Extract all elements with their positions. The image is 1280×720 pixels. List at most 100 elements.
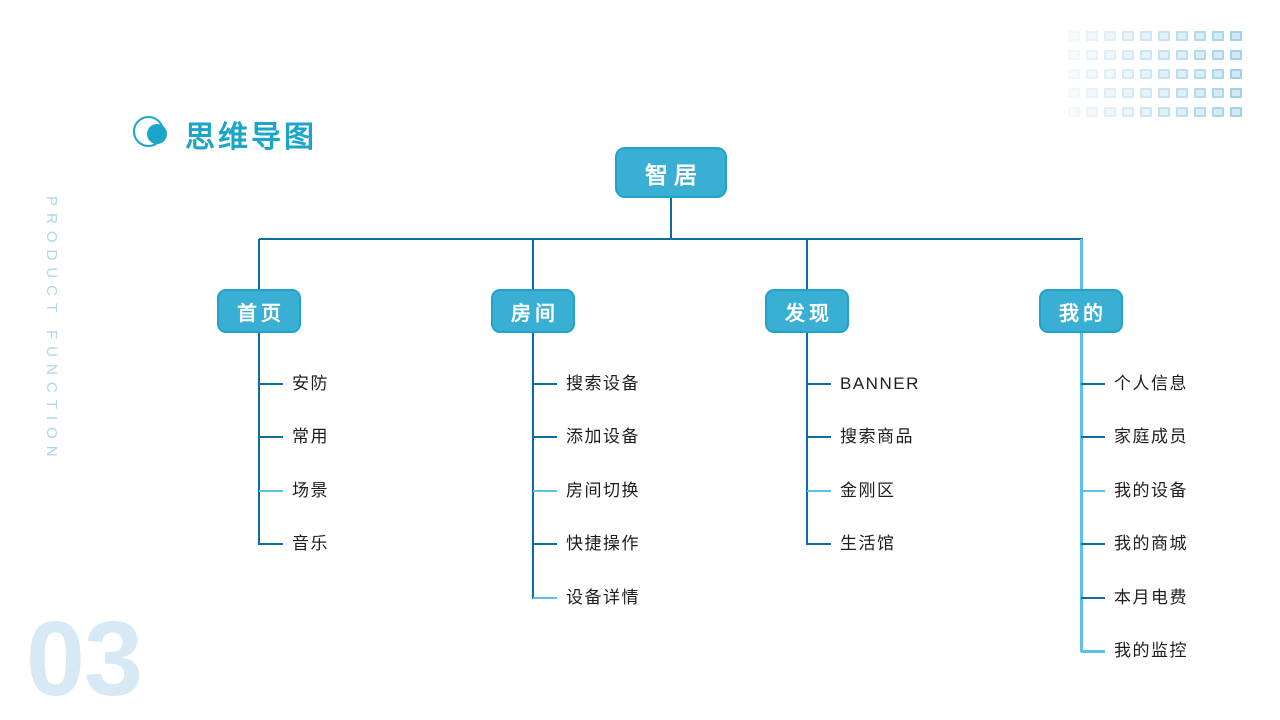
- grid-square: [1086, 88, 1098, 98]
- branch-node: 发现: [765, 289, 849, 333]
- connector-tick: [807, 489, 831, 493]
- grid-square: [1212, 31, 1224, 41]
- grid-square: [1158, 107, 1170, 117]
- grid-square: [1068, 31, 1080, 41]
- connector-line: [259, 238, 1083, 240]
- connector-tick: [533, 489, 557, 493]
- grid-square: [1176, 88, 1188, 98]
- connector-tick: [259, 436, 283, 439]
- branch-node-label: 我的: [1059, 302, 1107, 325]
- leaf-item: 金刚区: [840, 480, 896, 500]
- connector-line: [806, 239, 808, 289]
- grid-square: [1086, 107, 1098, 117]
- grid-square: [1230, 31, 1242, 41]
- connector-tick: [259, 543, 283, 546]
- connector-tick: [807, 436, 831, 439]
- grid-square: [1194, 31, 1206, 41]
- grid-square: [1158, 88, 1170, 98]
- branch-node: 首页: [217, 289, 301, 333]
- leaf-item: 个人信息: [1114, 374, 1188, 393]
- grid-square: [1140, 107, 1152, 117]
- connector-tick: [807, 543, 831, 546]
- grid-square: [1158, 69, 1170, 79]
- page-title: 思维导图: [185, 121, 317, 154]
- grid-square: [1176, 69, 1188, 79]
- grid-square: [1140, 69, 1152, 79]
- connector-tick: [533, 596, 557, 600]
- leaf-item: 生活馆: [840, 534, 896, 554]
- connector-line: [1079, 239, 1083, 289]
- leaf-item: BANNER: [840, 374, 920, 393]
- connector-tick: [533, 543, 557, 546]
- leaf-item: 安防: [292, 374, 329, 393]
- grid-square: [1212, 69, 1224, 79]
- connector-tick: [1081, 543, 1105, 546]
- leaf-item: 本月电费: [1114, 587, 1188, 607]
- grid-square: [1086, 50, 1098, 60]
- connector-tick: [533, 383, 557, 385]
- branch-node-label: 房间: [511, 302, 559, 325]
- grid-square: [1176, 31, 1188, 41]
- grid-square: [1194, 107, 1206, 117]
- connector-tick: [259, 383, 283, 385]
- grid-square: [1230, 107, 1242, 117]
- grid-square: [1068, 88, 1080, 98]
- grid-square: [1140, 50, 1152, 60]
- leaf-item: 场景: [292, 480, 329, 500]
- grid-square: [1068, 50, 1080, 60]
- grid-square: [1230, 69, 1242, 79]
- grid-square: [1122, 88, 1134, 98]
- connector-line: [806, 333, 808, 546]
- circle-bullet-icon: [133, 116, 167, 147]
- connector-tick: [259, 489, 283, 493]
- connector-tick: [1081, 383, 1105, 385]
- leaf-item: 我的商城: [1114, 534, 1188, 554]
- leaf-item: 设备详情: [566, 587, 640, 607]
- leaf-item: 搜索设备: [566, 374, 640, 393]
- root-node-label: 智居: [645, 161, 703, 188]
- grid-square: [1104, 50, 1116, 60]
- connector-tick: [1081, 596, 1105, 599]
- connector-line: [532, 239, 534, 289]
- grid-square: [1194, 88, 1206, 98]
- branch-node-label: 发现: [785, 302, 833, 325]
- leaf-item: 房间切换: [566, 480, 640, 500]
- connector-line: [670, 198, 672, 239]
- grid-square: [1194, 50, 1206, 60]
- connector-tick: [1081, 489, 1105, 493]
- leaf-item: 搜索商品: [840, 427, 914, 447]
- grid-square: [1068, 107, 1080, 117]
- dot-grid-decoration: [1068, 31, 1242, 117]
- grid-square: [1230, 88, 1242, 98]
- grid-square: [1122, 107, 1134, 117]
- root-node: 智居: [615, 147, 727, 198]
- grid-square: [1140, 88, 1152, 98]
- connector-line: [532, 333, 534, 599]
- grid-square: [1104, 88, 1116, 98]
- connector-tick: [807, 383, 831, 385]
- grid-square: [1158, 31, 1170, 41]
- grid-square: [1212, 107, 1224, 117]
- leaf-item: 快捷操作: [566, 534, 640, 554]
- branch-node-label: 首页: [237, 302, 285, 325]
- connector-tick: [533, 436, 557, 439]
- connector-tick: [1081, 436, 1105, 439]
- grid-square: [1122, 69, 1134, 79]
- leaf-item: 我的监控: [1114, 641, 1188, 660]
- leaf-item: 我的设备: [1114, 480, 1188, 500]
- grid-square: [1176, 50, 1188, 60]
- leaf-item: 家庭成员: [1114, 427, 1188, 447]
- section-number: 03: [26, 600, 143, 718]
- grid-square: [1104, 69, 1116, 79]
- leaf-item: 添加设备: [566, 427, 640, 447]
- grid-square: [1104, 107, 1116, 117]
- connector-line: [258, 239, 260, 289]
- branch-node: 我的: [1039, 289, 1123, 333]
- grid-square: [1086, 69, 1098, 79]
- leaf-item: 音乐: [292, 534, 329, 554]
- connector-line: [1079, 333, 1083, 652]
- connector-line: [258, 333, 260, 546]
- connector-tick: [1081, 650, 1105, 653]
- grid-square: [1194, 69, 1206, 79]
